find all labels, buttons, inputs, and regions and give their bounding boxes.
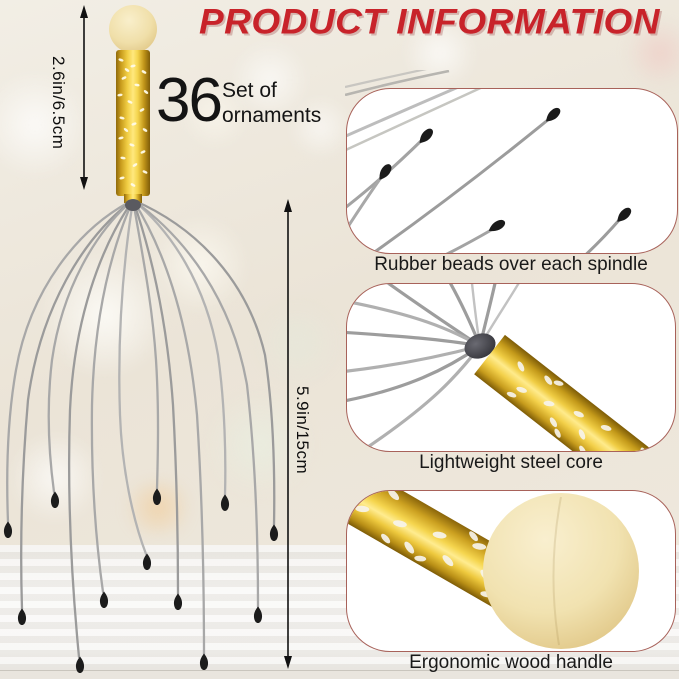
- feature-caption: Lightweight steel core: [419, 452, 603, 473]
- dimension-label-overall: 5.9in/15cm: [293, 386, 312, 475]
- feature-caption: Rubber beads over each spindle: [374, 254, 648, 275]
- bokeh-circle: [400, 18, 480, 88]
- dimension-label-handle: 2.6in/6.5cm: [49, 56, 68, 150]
- feature-panel-steel-core: [346, 283, 676, 452]
- bokeh-circle: [255, 300, 340, 385]
- ornament-count-label: Set of ornaments: [222, 79, 322, 127]
- main-product-image: [3, 5, 292, 673]
- arrow-down-icon: [80, 177, 88, 190]
- bokeh-circle: [150, 215, 250, 315]
- rubber-bead-tips: [375, 105, 634, 235]
- gold-handle: [116, 50, 150, 211]
- wire-hub: [464, 333, 496, 359]
- handle-sparkles: [117, 58, 149, 187]
- feature-image-wood-handle: [347, 491, 639, 649]
- wood-ball: [483, 493, 639, 649]
- dimension-line-overall: [284, 199, 292, 669]
- ornament-count: 36: [156, 66, 223, 135]
- feature-image-beads: [347, 89, 634, 253]
- gold-shaft: [474, 334, 675, 451]
- bokeh-circle: [0, 70, 90, 180]
- massager-wires: [6, 198, 276, 659]
- feature-panel-wood-handle: [346, 490, 676, 652]
- handle-hub: [125, 199, 141, 211]
- feature-panel-beads: [346, 88, 678, 254]
- rubber-bead-tips: [3, 488, 279, 673]
- wood-ball-top: [109, 5, 157, 53]
- feature-image-steel-core: [347, 284, 675, 451]
- arrow-down-icon: [284, 656, 292, 669]
- dimension-line-handle: [80, 5, 88, 190]
- stray-cage-wires: [345, 70, 450, 96]
- bokeh-circle: [288, 95, 353, 160]
- table-edge: [0, 670, 679, 679]
- bokeh-circle: [625, 18, 679, 88]
- arrow-up-icon: [80, 5, 88, 18]
- page-title: PRODUCT INFORMATION: [199, 2, 660, 41]
- feature-caption: Ergonomic wood handle: [409, 652, 613, 673]
- bokeh-circle: [180, 80, 250, 150]
- arrow-up-icon: [284, 199, 292, 212]
